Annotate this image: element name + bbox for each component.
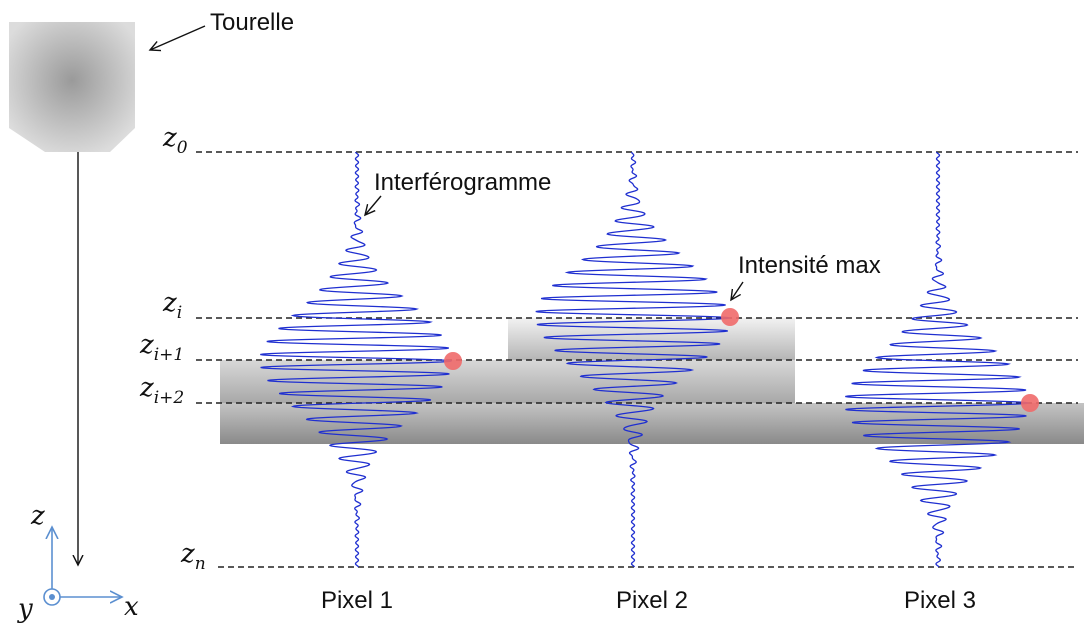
turret-pointer <box>150 25 206 50</box>
zi1-label: zi+1 <box>139 330 184 365</box>
z0-label: z0 <box>162 123 188 158</box>
turret-label: Tourelle <box>210 9 294 36</box>
interferogram-pointer <box>365 195 382 215</box>
pixel-1-label: Pixel 1 <box>321 587 393 614</box>
pixel-3-label: Pixel 3 <box>904 587 976 614</box>
x-axis-label: x <box>124 592 139 622</box>
pixel-2-label: Pixel 2 <box>616 587 688 614</box>
interferogram-pixel-1 <box>260 151 452 568</box>
zn-label: zn <box>180 539 206 574</box>
zi-label: zi <box>162 288 182 323</box>
max-intensity-pointer <box>731 281 744 300</box>
max-marker-pixel-3 <box>1021 394 1039 412</box>
z-axis-label: z <box>30 501 45 531</box>
sample-step-middle <box>220 360 795 403</box>
max-marker-pixel-2 <box>721 308 739 326</box>
interferogram-pixel-3 <box>845 151 1029 568</box>
y-axis-dot <box>49 594 55 600</box>
turret-shape <box>9 22 135 152</box>
interferogram-label: Interférogramme <box>374 169 551 196</box>
max-marker-pixel-1 <box>444 352 462 370</box>
interferogram-pixel-2 <box>535 151 730 568</box>
max-intensity-label: Intensité max <box>738 252 881 279</box>
zi2-label: zi+2 <box>139 373 184 408</box>
y-axis-label: y <box>17 594 33 623</box>
